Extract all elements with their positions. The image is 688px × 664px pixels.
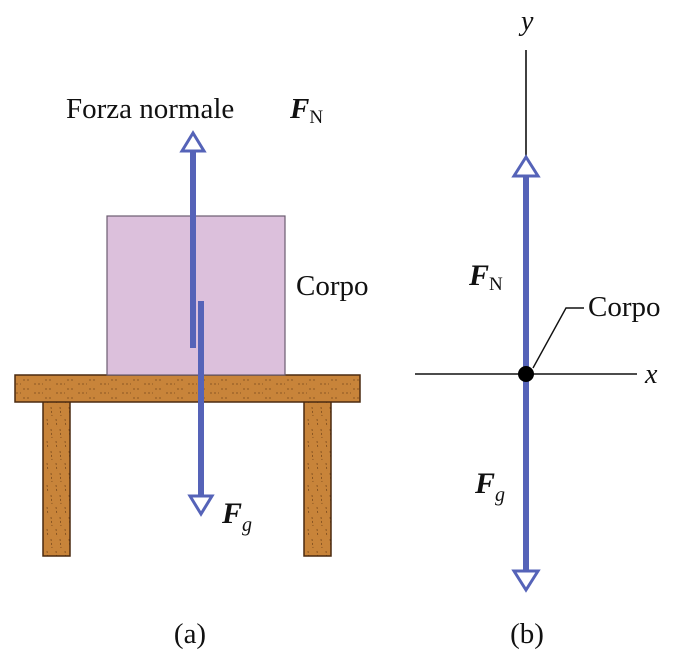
gravity-force-symbol-b: Fg — [474, 467, 505, 506]
body-label: Corpo — [296, 270, 369, 302]
normal-force-symbol: FN — [289, 93, 323, 128]
table-leg-right — [303, 400, 332, 557]
x-axis-label: x — [644, 359, 658, 390]
gravity-force-symbol: Fg — [221, 497, 252, 536]
normal-force-label: Forza normale — [66, 93, 234, 125]
gravity-force-arrow — [187, 301, 215, 517]
normal-force-arrow-b — [511, 154, 541, 374]
body-leader-line — [532, 307, 584, 369]
panel-a: Forza normale FN Corpo Fg (a) — [14, 93, 369, 650]
normal-force-symbol-b: FN — [468, 259, 503, 295]
caption-a: (a) — [174, 618, 206, 650]
body-point — [518, 366, 534, 382]
gravity-force-arrow-b — [511, 374, 541, 593]
panel-b: y x FN Corpo Fg (b) — [415, 6, 661, 650]
caption-b: (b) — [510, 618, 544, 650]
table-leg-left — [42, 400, 71, 557]
y-axis-label: y — [518, 6, 534, 37]
normal-force-arrow — [179, 130, 207, 348]
table-top — [14, 374, 361, 403]
body-label-b: Corpo — [588, 291, 661, 323]
